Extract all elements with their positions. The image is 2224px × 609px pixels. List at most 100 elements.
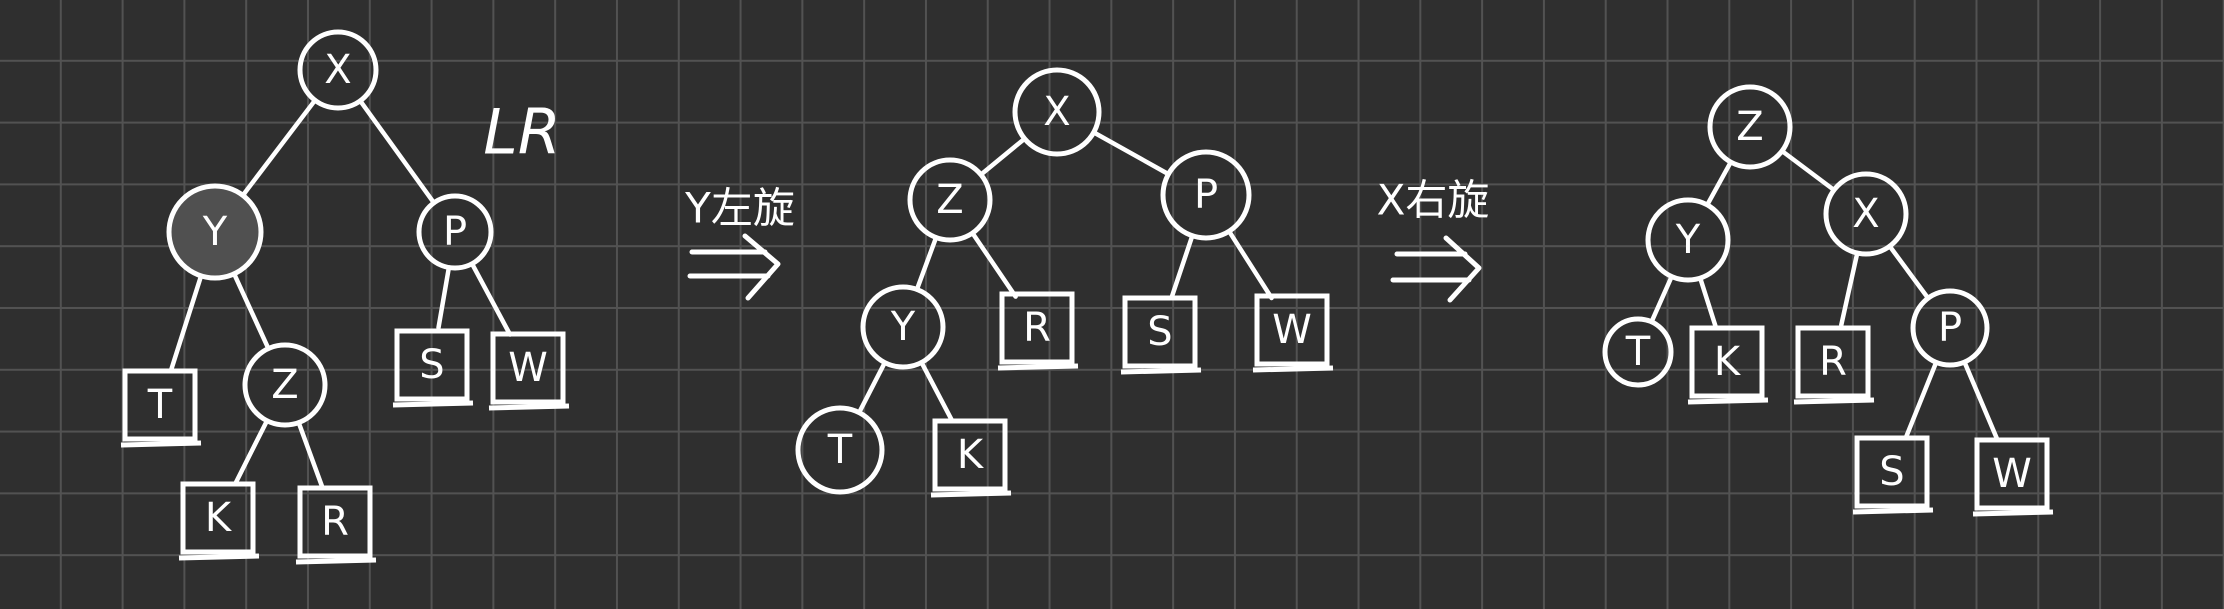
- node-label: T: [147, 382, 173, 428]
- node-box-underline: [1687, 397, 1769, 405]
- node-label: Y: [202, 209, 228, 255]
- node-box-underline: [1252, 365, 1334, 373]
- node-box: [297, 485, 373, 559]
- node-label: S: [1147, 309, 1172, 355]
- edge-z-k: [232, 418, 270, 487]
- node-r-after-right-rotation: R: [1793, 325, 1875, 405]
- edge-y-t: [169, 273, 204, 372]
- node-box: [1122, 295, 1198, 369]
- node-box: [1254, 293, 1330, 367]
- node-box: [1795, 325, 1871, 399]
- node-k-before: K: [178, 481, 260, 561]
- node-label: T: [1625, 329, 1651, 375]
- edge-z-r: [296, 420, 325, 489]
- node-box: [122, 368, 198, 442]
- edge-z-r: [970, 230, 1018, 299]
- node-circle: [1602, 316, 1674, 388]
- node-box: [932, 418, 1008, 492]
- node-box-underline: [1852, 507, 1934, 515]
- node-box-underline: [997, 363, 1079, 371]
- edge-p-s: [1169, 233, 1195, 299]
- node-circle: [416, 193, 494, 271]
- edge-x-y: [240, 98, 318, 198]
- edge-z-x: [1779, 148, 1837, 193]
- edge-y-t: [1649, 274, 1674, 325]
- node-box: [490, 331, 566, 405]
- step2-label: X右旋: [1377, 176, 1490, 225]
- node-box-underline: [392, 400, 474, 408]
- edge-p-w: [469, 261, 513, 337]
- node-circle: [1910, 288, 1990, 368]
- node-box-underline: [295, 557, 377, 565]
- node-circle: [907, 157, 993, 243]
- node-circle: [860, 284, 946, 370]
- node-p-after-right-rotation: P: [1910, 288, 1990, 368]
- node-label: R: [321, 499, 349, 545]
- node-box: [999, 291, 1075, 365]
- step2-arrow-icon: [1390, 235, 1482, 303]
- node-p-before: P: [416, 193, 494, 271]
- node-label: T: [827, 427, 853, 473]
- edge-p-s: [1903, 360, 1939, 440]
- node-circle: [166, 183, 264, 281]
- edge-x-p: [357, 98, 437, 206]
- node-box: [180, 481, 256, 555]
- node-x-before: X: [297, 29, 379, 111]
- node-label: W: [1272, 307, 1312, 353]
- node-x-after-left-rotation: X: [1012, 67, 1102, 157]
- edge-x-p: [1091, 130, 1171, 177]
- node-circle: [1707, 84, 1793, 170]
- node-y-after-right-rotation: Y: [1645, 197, 1731, 283]
- node-r-before: R: [295, 485, 377, 565]
- node-label: P: [1938, 305, 1962, 351]
- node-y-after-left-rotation: Y: [860, 284, 946, 370]
- node-label: W: [508, 345, 548, 391]
- node-t-after-right-rotation: T: [1602, 316, 1674, 388]
- node-w-after-right-rotation: W: [1972, 437, 2054, 517]
- node-circle: [1012, 67, 1102, 157]
- node-circle: [1645, 197, 1731, 283]
- node-label: Z: [271, 362, 298, 408]
- edge-p-w: [1226, 229, 1274, 301]
- node-z-after-left-rotation: Z: [907, 157, 993, 243]
- node-box: [1974, 437, 2050, 511]
- node-t-after-left-rotation: T: [795, 405, 885, 495]
- edge-z-y: [1704, 159, 1734, 208]
- node-s-before: S: [392, 328, 474, 408]
- node-k-after-right-rotation: K: [1687, 325, 1769, 405]
- node-s-after-right-rotation: S: [1852, 435, 1934, 515]
- edge-y-t: [856, 360, 888, 415]
- node-label: P: [1194, 172, 1218, 218]
- node-w-after-left-rotation: W: [1252, 293, 1334, 373]
- node-box-underline: [488, 403, 570, 411]
- node-label: Z: [936, 177, 963, 223]
- edge-y-z: [231, 271, 271, 351]
- node-box-underline: [930, 490, 1012, 498]
- step1-arrow-icon: [687, 233, 781, 301]
- node-z-before: Z: [242, 342, 328, 428]
- node-box-underline: [1120, 367, 1202, 375]
- node-box: [394, 328, 470, 402]
- node-p-after-left-rotation: P: [1160, 149, 1252, 241]
- node-label: X: [1852, 191, 1879, 237]
- node-label: P: [443, 209, 467, 255]
- edge-p-w: [1962, 359, 2000, 442]
- case-label: LR: [483, 96, 561, 169]
- node-r-after-left-rotation: R: [997, 291, 1079, 371]
- node-label: K: [205, 495, 233, 541]
- node-label: R: [1819, 339, 1847, 385]
- node-k-after-left-rotation: K: [930, 418, 1012, 498]
- node-circle: [795, 405, 885, 495]
- node-box-underline: [1972, 509, 2054, 517]
- node-label: K: [1714, 339, 1742, 385]
- node-label: X: [1043, 89, 1070, 135]
- node-circle: [297, 29, 379, 111]
- edge-x-z: [978, 136, 1027, 177]
- node-z-after-right-rotation: Z: [1707, 84, 1793, 170]
- edge-y-k: [1697, 275, 1718, 329]
- node-circle: [1823, 171, 1909, 257]
- node-x-after-right-rotation: X: [1823, 171, 1909, 257]
- node-y-before: Y: [166, 183, 264, 281]
- node-s-after-left-rotation: S: [1120, 295, 1202, 375]
